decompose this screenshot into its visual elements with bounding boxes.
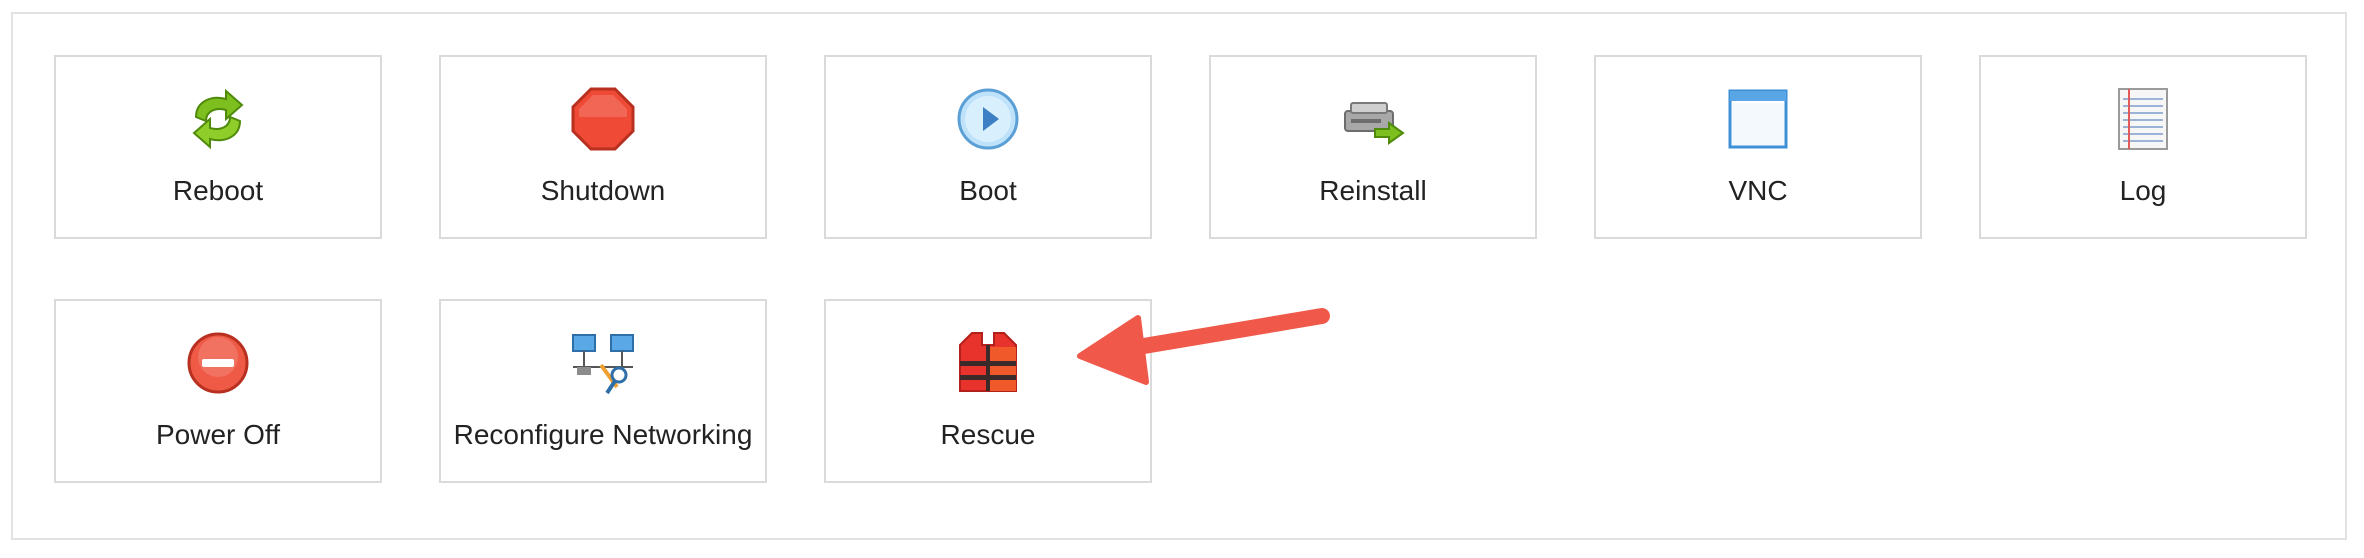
vnc-label: VNC xyxy=(1728,175,1788,206)
rescue-label: Rescue xyxy=(940,419,1036,450)
shutdown-icon xyxy=(567,83,639,155)
reinstall-button[interactable]: Reinstall xyxy=(1209,55,1537,239)
vnc-button[interactable]: VNC xyxy=(1594,55,1922,239)
reboot-icon xyxy=(182,83,254,155)
actions-panel: Reboot Shutdown Boot xyxy=(11,12,2347,540)
reconfigure-networking-button[interactable]: Reconfigure Networking xyxy=(439,299,767,483)
reconfigure-networking-label: Reconfigure Networking xyxy=(453,419,753,450)
boot-label: Boot xyxy=(959,175,1017,206)
reboot-label: Reboot xyxy=(172,175,264,206)
reinstall-icon xyxy=(1337,83,1409,155)
reinstall-label: Reinstall xyxy=(1319,175,1427,206)
power-off-button[interactable]: Power Off xyxy=(54,299,382,483)
boot-icon xyxy=(952,83,1024,155)
power-off-icon xyxy=(182,327,254,399)
annotation-arrow xyxy=(1077,308,1330,385)
power-off-label: Power Off xyxy=(156,419,280,450)
log-button[interactable]: Log xyxy=(1979,55,2307,239)
shutdown-button[interactable]: Shutdown xyxy=(439,55,767,239)
boot-button[interactable]: Boot xyxy=(824,55,1152,239)
rescue-button[interactable]: Rescue xyxy=(824,299,1152,483)
rescue-icon xyxy=(952,327,1024,399)
network-icon xyxy=(567,327,639,399)
shutdown-label: Shutdown xyxy=(540,175,666,206)
log-label: Log xyxy=(2119,175,2167,206)
reboot-button[interactable]: Reboot xyxy=(54,55,382,239)
log-icon xyxy=(2107,83,2179,155)
vnc-icon xyxy=(1722,83,1794,155)
